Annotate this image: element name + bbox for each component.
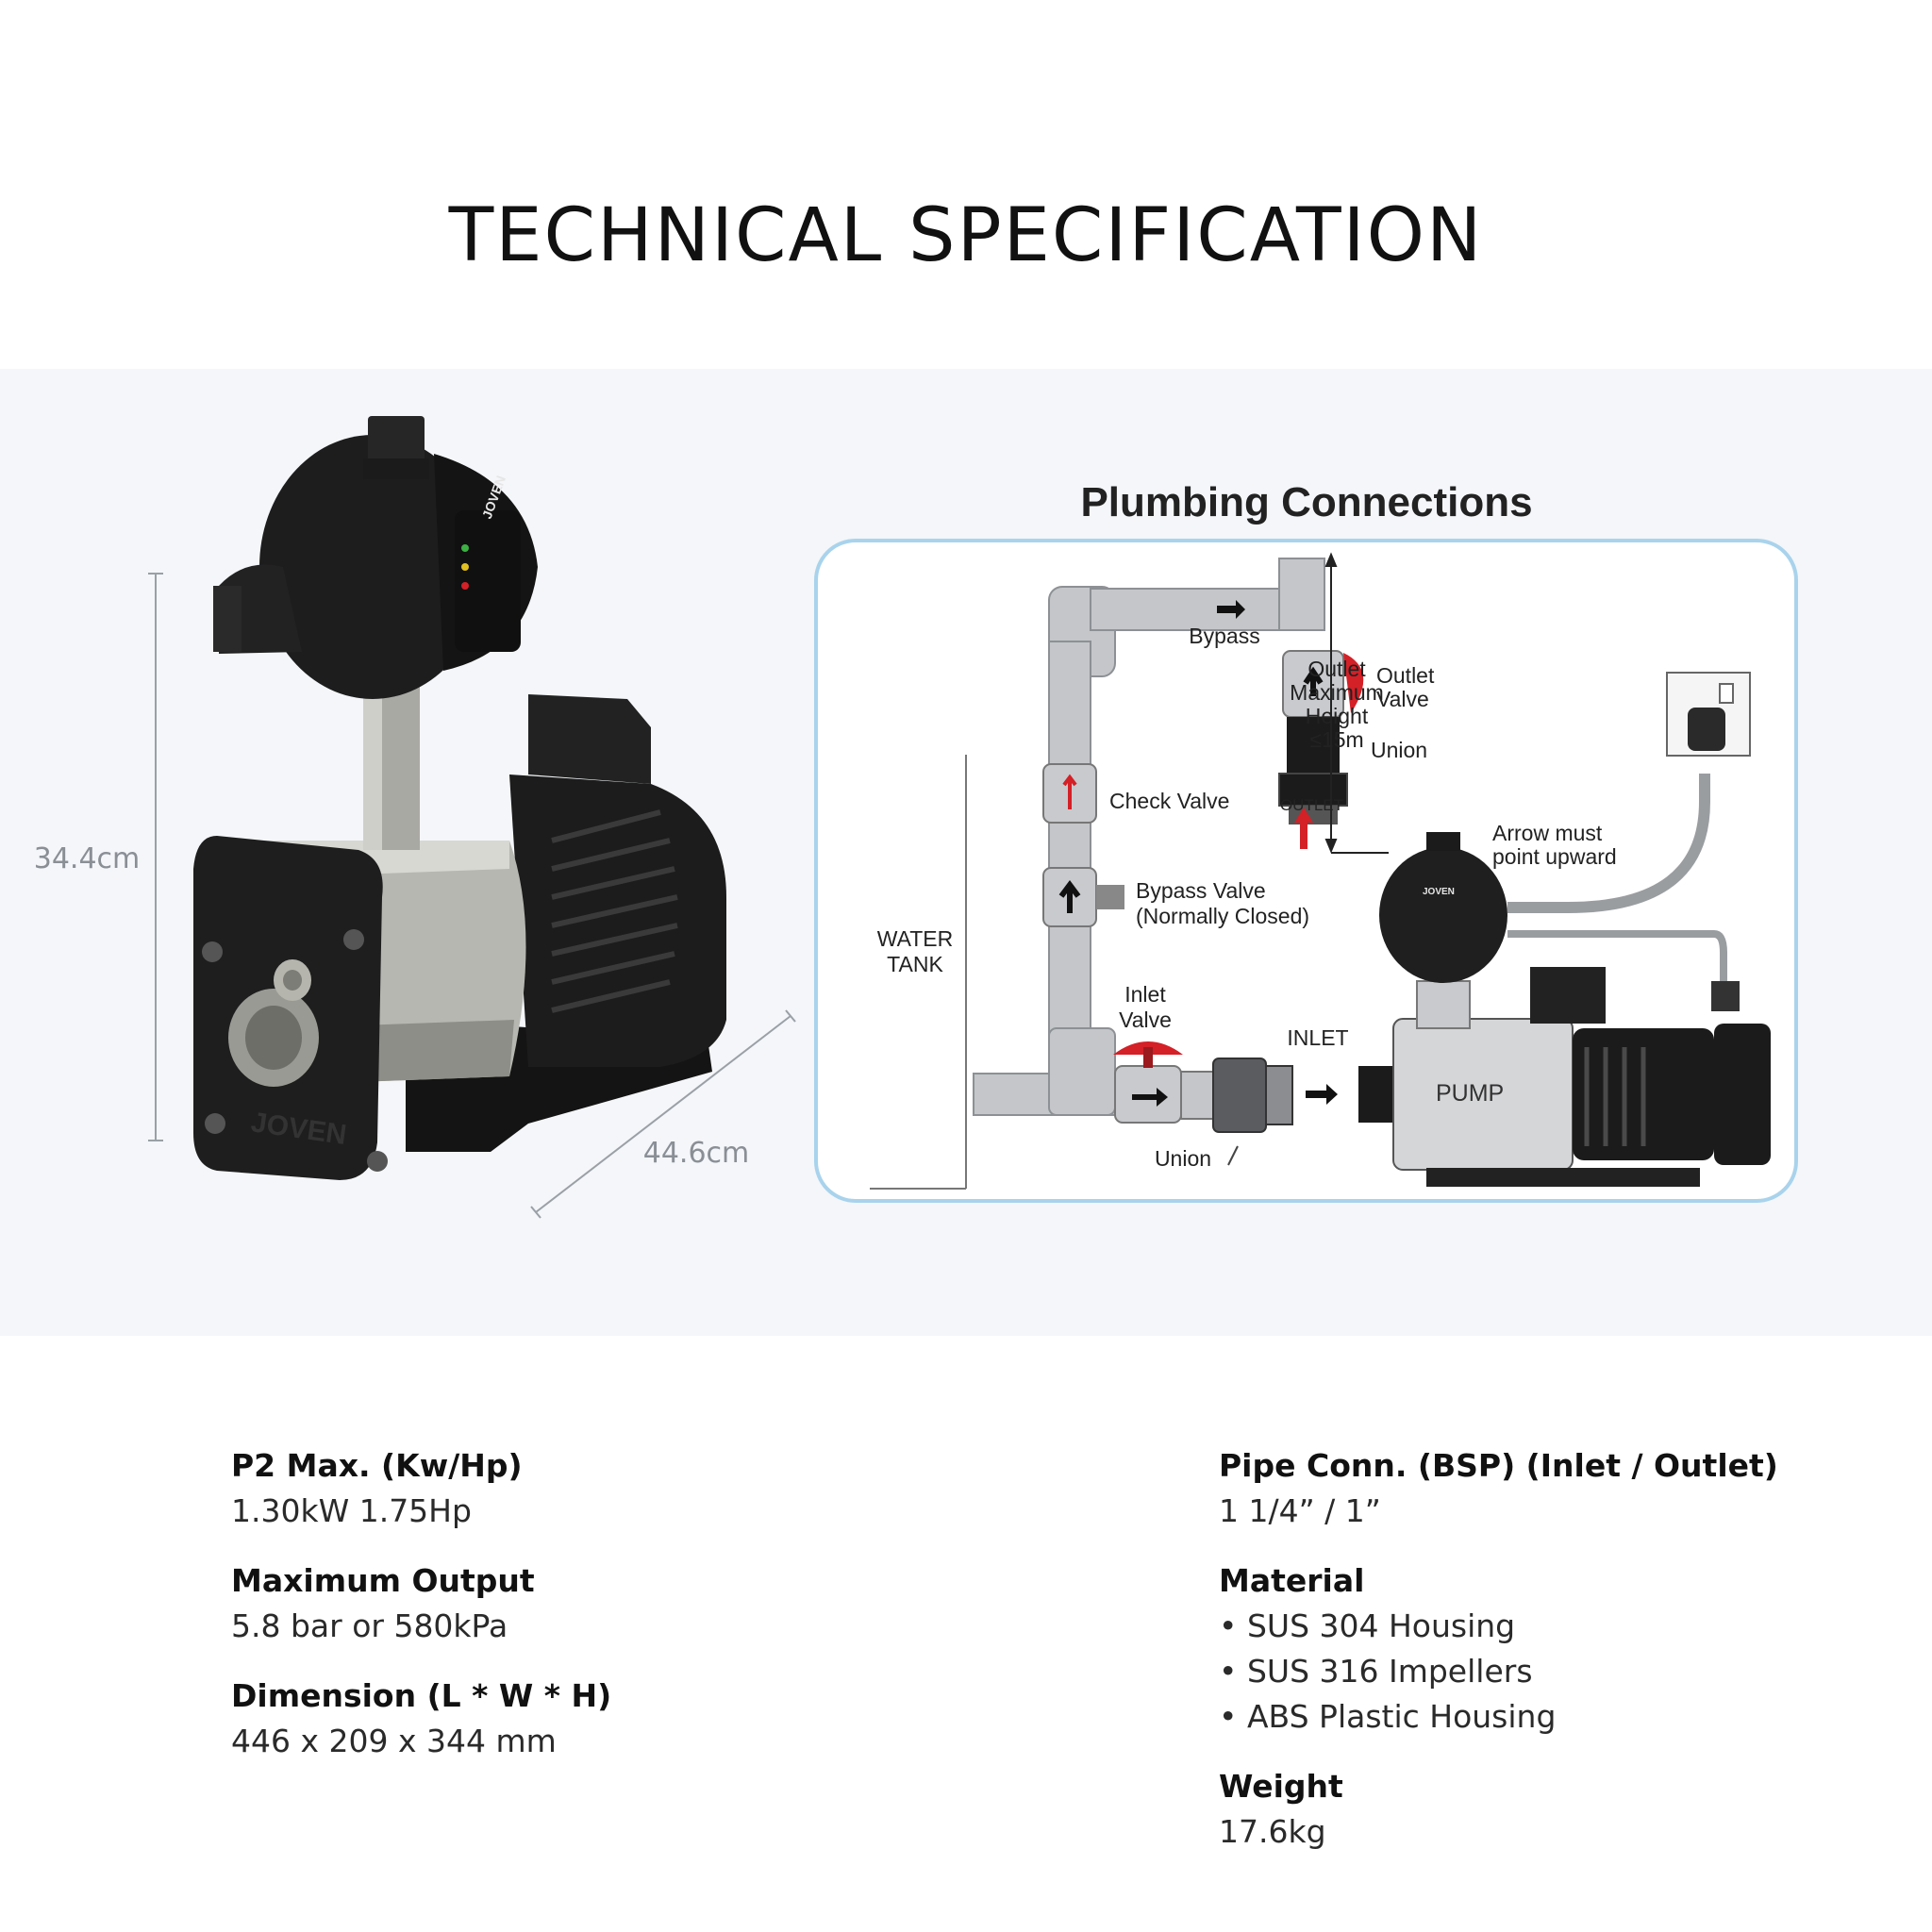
bypass-arrow-icon (1217, 600, 1245, 619)
spec-p2-max: P2 Max. (Kw/Hp) 1.30kW 1.75Hp (231, 1443, 986, 1534)
outlet-max-label-4: ≤15m (1309, 727, 1363, 752)
pump-photo: JOVEN JOVEN (193, 416, 726, 1180)
spec-value: 17.6kg (1219, 1813, 1326, 1850)
spec-label: Material (1219, 1562, 1365, 1599)
diagram-title: Plumbing Connections (1080, 479, 1533, 525)
inlet-union (1180, 1058, 1293, 1133)
spec-column-left: P2 Max. (Kw/Hp) 1.30kW 1.75Hp Maximum Ou… (231, 1443, 986, 1789)
union-top-label: Union (1371, 738, 1427, 762)
material-item: SUS 316 Impellers (1219, 1649, 1932, 1694)
union-leader-line (1227, 1145, 1239, 1166)
spec-label: Dimension (L * W * H) (231, 1677, 612, 1714)
wall-socket (1666, 672, 1751, 757)
bypass-pipe (973, 558, 1325, 1116)
pump-label: PUMP (1436, 1080, 1504, 1107)
spec-dimension: Dimension (L * W * H) 446 x 209 x 344 mm (231, 1674, 986, 1764)
arrow-note-1: Arrow must (1492, 821, 1603, 845)
spec-material: Material SUS 304 Housing SUS 316 Impelle… (1219, 1558, 1932, 1740)
height-arrow (1324, 552, 1389, 854)
bypass-label: Bypass (1189, 624, 1259, 648)
inlet-valve-label-2: Valve (1119, 1008, 1172, 1032)
water-tank-label-1: WATER (877, 926, 954, 951)
outlet-max-label-1: Outlet (1307, 657, 1366, 681)
spec-pipe-conn: Pipe Conn. (BSP) (Inlet / Outlet) 1 1/4”… (1219, 1443, 1932, 1534)
outlet-red-arrow-icon (1294, 808, 1313, 823)
power-cable (1507, 774, 1727, 991)
outlet-valve-label-1: Outlet (1376, 663, 1435, 688)
pump-illustration: 34.4cm 44.6cm (34, 416, 796, 1219)
material-item: ABS Plastic Housing (1219, 1694, 1932, 1740)
spec-weight: Weight 17.6kg (1219, 1764, 1932, 1855)
spec-label: Pipe Conn. (BSP) (Inlet / Outlet) (1219, 1447, 1778, 1484)
spec-column-right: Pipe Conn. (BSP) (Inlet / Outlet) 1 1/4”… (1219, 1443, 1932, 1879)
inlet-label: INLET (1287, 1025, 1348, 1050)
pump-controller: JOVEN (1379, 847, 1507, 1029)
union-bottom-label: Union (1155, 1146, 1211, 1171)
outlet-assembly (1278, 650, 1460, 851)
length-label: 44.6cm (643, 1137, 750, 1170)
spec-max-output: Maximum Output 5.8 bar or 580kPa (231, 1558, 986, 1649)
inlet-valve-label-1: Inlet (1124, 982, 1166, 1007)
check-valve-label: Check Valve (1109, 789, 1229, 813)
spec-value: 446 x 209 x 344 mm (231, 1723, 557, 1759)
spec-value: 5.8 bar or 580kPa (231, 1607, 508, 1644)
outlet-max-label-3: Height (1306, 704, 1369, 728)
spec-value: 1.30kW 1.75Hp (231, 1492, 472, 1529)
length-dimension (530, 1009, 796, 1219)
spec-label: Maximum Output (231, 1562, 535, 1599)
water-tank-label-2: TANK (887, 952, 943, 976)
outlet-valve-label-2: Valve (1376, 687, 1429, 711)
height-label: 34.4cm (34, 842, 141, 875)
spec-label: P2 Max. (Kw/Hp) (231, 1447, 523, 1484)
inlet-valve (1113, 1041, 1183, 1124)
material-item: SUS 304 Housing (1219, 1604, 1932, 1649)
spec-label: Weight (1219, 1768, 1343, 1805)
height-dimension (148, 573, 163, 1141)
pump-unit (1358, 967, 1771, 1187)
bypass-valve-label-2: (Normally Closed) (1136, 904, 1309, 928)
water-tank (870, 755, 967, 1190)
inlet-arrow-icon (1306, 1084, 1338, 1105)
material-list: SUS 304 Housing SUS 316 Impellers ABS Pl… (1219, 1604, 1932, 1740)
plumbing-diagram: Bypass Check Valve Bypass Valve (Normall… (814, 539, 1798, 1203)
outlet-label: OUTLET (1280, 796, 1343, 814)
outlet-max-label-2: Maximum (1290, 680, 1384, 705)
specifications: P2 Max. (Kw/Hp) 1.30kW 1.75Hp Maximum Ou… (0, 1443, 1932, 1896)
check-valve (1042, 763, 1097, 824)
arrow-note-2: point upward (1492, 844, 1617, 869)
bypass-valve (1042, 867, 1124, 927)
bypass-valve-label-1: Bypass Valve (1136, 878, 1266, 903)
spec-value: 1 1/4” / 1” (1219, 1492, 1381, 1529)
controller-logo: JOVEN (1423, 887, 1455, 897)
page-title: TECHNICAL SPECIFICATION (448, 193, 1484, 278)
cable-gland (1711, 981, 1740, 1011)
